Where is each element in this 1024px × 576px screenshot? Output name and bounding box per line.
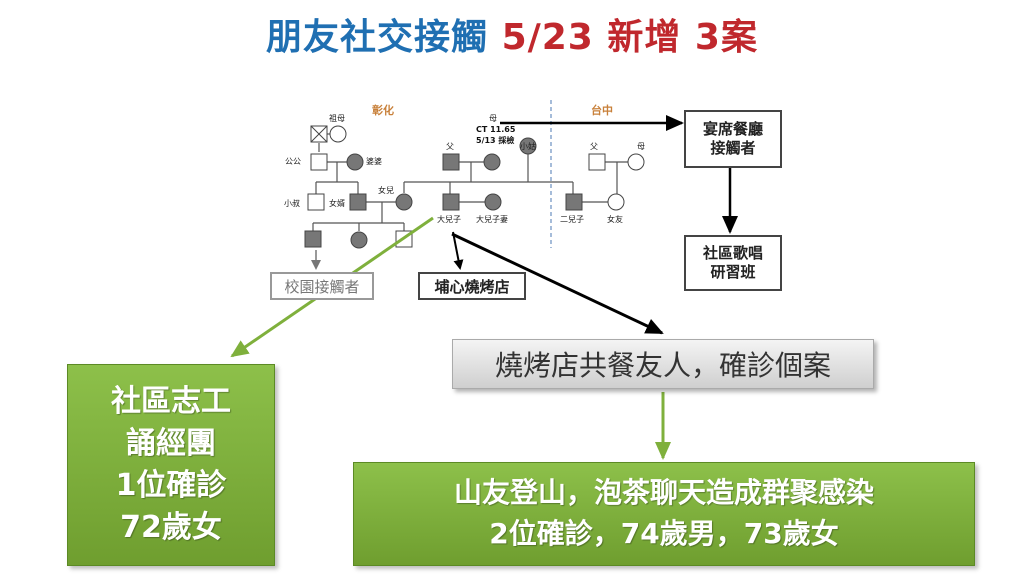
- volunteer-chanting-group-box: 社區志工 誦經團 1位確診 72歲女: [67, 364, 275, 566]
- community-choir-box: 社區歌唱 研習班: [684, 235, 782, 291]
- volunteer-line2: 誦經團: [126, 426, 216, 461]
- region-label-changhua: 彰化: [372, 104, 394, 117]
- label-erezi: 二兒子: [560, 215, 584, 224]
- puxin-bbq-box: 埔心燒烤店: [418, 272, 526, 300]
- school-contacts-box: 校園接觸者: [270, 272, 374, 300]
- person-tc-fu: [588, 153, 606, 171]
- label-gonggong: 公公: [285, 157, 301, 166]
- hiking-line1: 山友登山，泡茶聊天造成群聚感染: [453, 476, 874, 510]
- person-xiaogu-case: [519, 137, 537, 155]
- arrow-puxin: [452, 231, 464, 270]
- banquet-contacts-box: 宴席餐廳 接觸者: [684, 110, 782, 168]
- arrow-bbq-friends: [451, 232, 664, 335]
- mother-ct-line2: 5/13 採檢: [476, 136, 515, 145]
- hiking-cluster-box: 山友登山，泡茶聊天造成群聚感染 2位確診，74歲男，73歲女: [353, 462, 975, 566]
- label-daerziqi: 大兒子妻: [476, 215, 508, 224]
- person-popo-case: [346, 153, 364, 171]
- person-tc-mu: [627, 153, 645, 171]
- label-tc-fu: 父: [590, 142, 598, 151]
- label-popo: 婆婆: [366, 157, 382, 166]
- label-nver: 女兒: [378, 186, 394, 195]
- person-nvxu-case: [349, 193, 367, 211]
- label-mu: 母: [489, 114, 497, 123]
- label-nvyou: 女友: [607, 215, 623, 224]
- volunteer-line3: 1位確診: [115, 468, 227, 503]
- bbq-friends-confirmed-box: 燒烤店共餐友人，確診個案: [452, 339, 874, 389]
- person-fu-case: [442, 153, 460, 171]
- person-daerzi-case: [442, 193, 460, 211]
- label-nvxu: 女婿: [329, 199, 345, 208]
- person-grandchild1-case: [304, 230, 322, 248]
- person-gonggong: [310, 153, 328, 171]
- mother-ct-value: CT 11.65 5/13 採檢: [476, 124, 515, 146]
- volunteer-line4: 72歲女: [120, 510, 222, 545]
- title-count: 5/23 新增 3案: [501, 17, 758, 58]
- label-fu: 父: [446, 142, 454, 151]
- label-grandma: 祖母: [329, 114, 345, 123]
- person-nver-case: [395, 193, 413, 211]
- choir-line2: 研習班: [710, 263, 756, 281]
- title-main: 朋友社交接觸: [266, 17, 489, 58]
- label-daerzi: 大兒子: [437, 215, 461, 224]
- person-xiaoshu: [307, 193, 325, 211]
- label-tc-mu: 母: [637, 142, 645, 151]
- label-xiaogu: 小姑: [520, 142, 536, 151]
- label-xiaoshu: 小叔: [284, 199, 300, 208]
- person-grandma: [329, 125, 347, 143]
- person-mu-case: [483, 153, 501, 171]
- person-grandchild2-case: [350, 231, 368, 249]
- page-title: 朋友社交接觸 5/23 新增 3案: [0, 8, 1024, 60]
- person-erezi-case: [565, 193, 583, 211]
- person-daerziqi-case: [484, 193, 502, 211]
- choir-line1: 社區歌唱: [702, 244, 763, 263]
- mother-ct-line1: CT 11.65: [476, 125, 516, 134]
- banquet-line1: 宴席餐廳: [702, 120, 763, 139]
- hiking-line2: 2位確診，74歲男，73歲女: [489, 517, 839, 550]
- volunteer-line1: 社區志工: [111, 384, 231, 419]
- banquet-line2: 接觸者: [710, 139, 756, 157]
- person-nvyou: [607, 193, 625, 211]
- region-label-taichung: 台中: [591, 104, 613, 117]
